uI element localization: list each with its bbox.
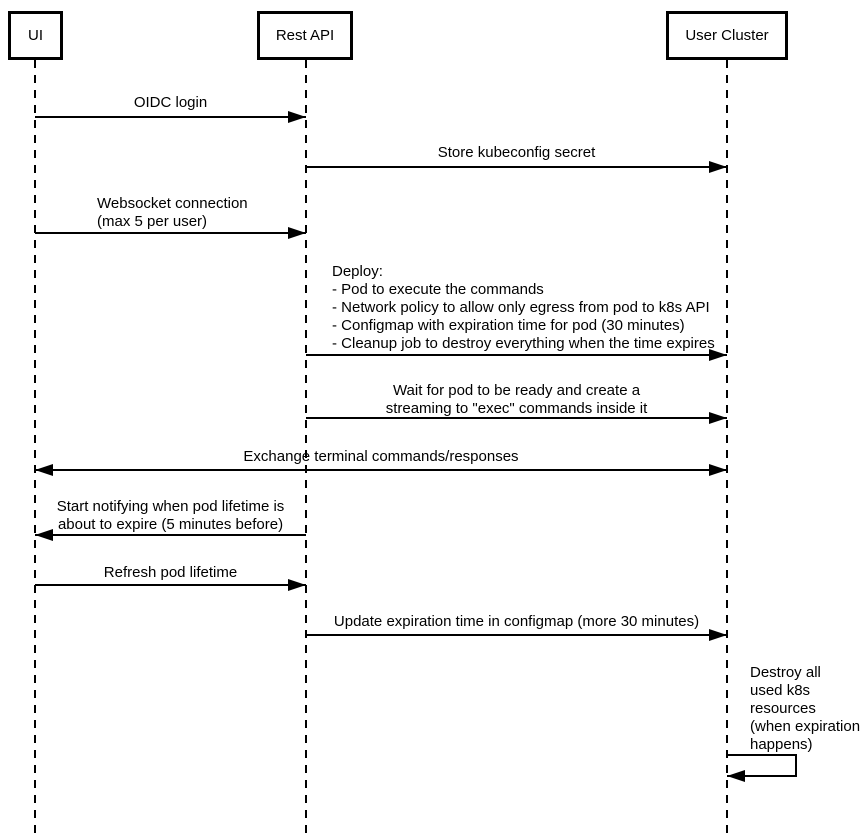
actor-user-cluster-label: User Cluster [685, 27, 769, 44]
message-label-wait-for-pod: Wait for pod to be ready and create a st… [385, 382, 648, 417]
message-label-websocket-connection: Websocket connection (max 5 per user) [97, 195, 248, 230]
lifeline-ui [34, 60, 36, 838]
arrow-store-kubeconfig [306, 161, 727, 173]
message-label-deploy-resources: Deploy: - Pod to execute the commands - … [332, 263, 715, 352]
self-arrow-destroy-top [727, 754, 797, 756]
arrow-deploy-resources [306, 349, 727, 361]
message-label-store-kubeconfig: Store kubeconfig secret [437, 144, 596, 161]
arrow-update-expiration [306, 629, 727, 641]
lifeline-rest-api [305, 60, 307, 838]
self-arrow-destroy-side [795, 754, 797, 777]
actor-rest-api-label: Rest API [275, 27, 335, 44]
arrowhead-right-icon [709, 464, 727, 476]
message-label-destroy-resources: Destroy all used k8s resources (when exp… [750, 664, 861, 753]
arrow-websocket-connection [35, 227, 306, 239]
arrow-notify-expiration [35, 529, 306, 541]
message-label-notify-expiration: Start notifying when pod lifetime is abo… [56, 498, 285, 533]
message-label-exchange-terminal: Exchange terminal commands/responses [243, 448, 519, 465]
arrowhead-left-icon [35, 464, 53, 476]
actor-rest-api: Rest API [257, 11, 353, 60]
arrowhead-right-icon [709, 629, 727, 641]
arrowhead-right-icon [288, 579, 306, 591]
actor-user-cluster: User Cluster [666, 11, 788, 60]
message-label-refresh-pod-lifetime: Refresh pod lifetime [103, 564, 238, 581]
arrowhead-right-icon [709, 161, 727, 173]
arrow-wait-for-pod [306, 412, 727, 424]
message-label-oidc-login: OIDC login [133, 94, 208, 111]
actor-ui-label: UI [28, 27, 43, 44]
message-label-update-expiration: Update expiration time in configmap (mor… [333, 613, 700, 630]
arrow-refresh-pod-lifetime [35, 579, 306, 591]
arrowhead-right-icon [709, 349, 727, 361]
arrow-exchange-terminal [35, 464, 727, 476]
arrowhead-left-icon [727, 770, 745, 782]
arrowhead-right-icon [288, 227, 306, 239]
arrowhead-right-icon [288, 111, 306, 123]
self-arrow-destroy-bottom [727, 770, 797, 782]
lifeline-user-cluster [726, 60, 728, 838]
arrow-oidc-login [35, 111, 306, 123]
arrowhead-left-icon [35, 529, 53, 541]
actor-ui: UI [8, 11, 63, 60]
arrowhead-right-icon [709, 412, 727, 424]
